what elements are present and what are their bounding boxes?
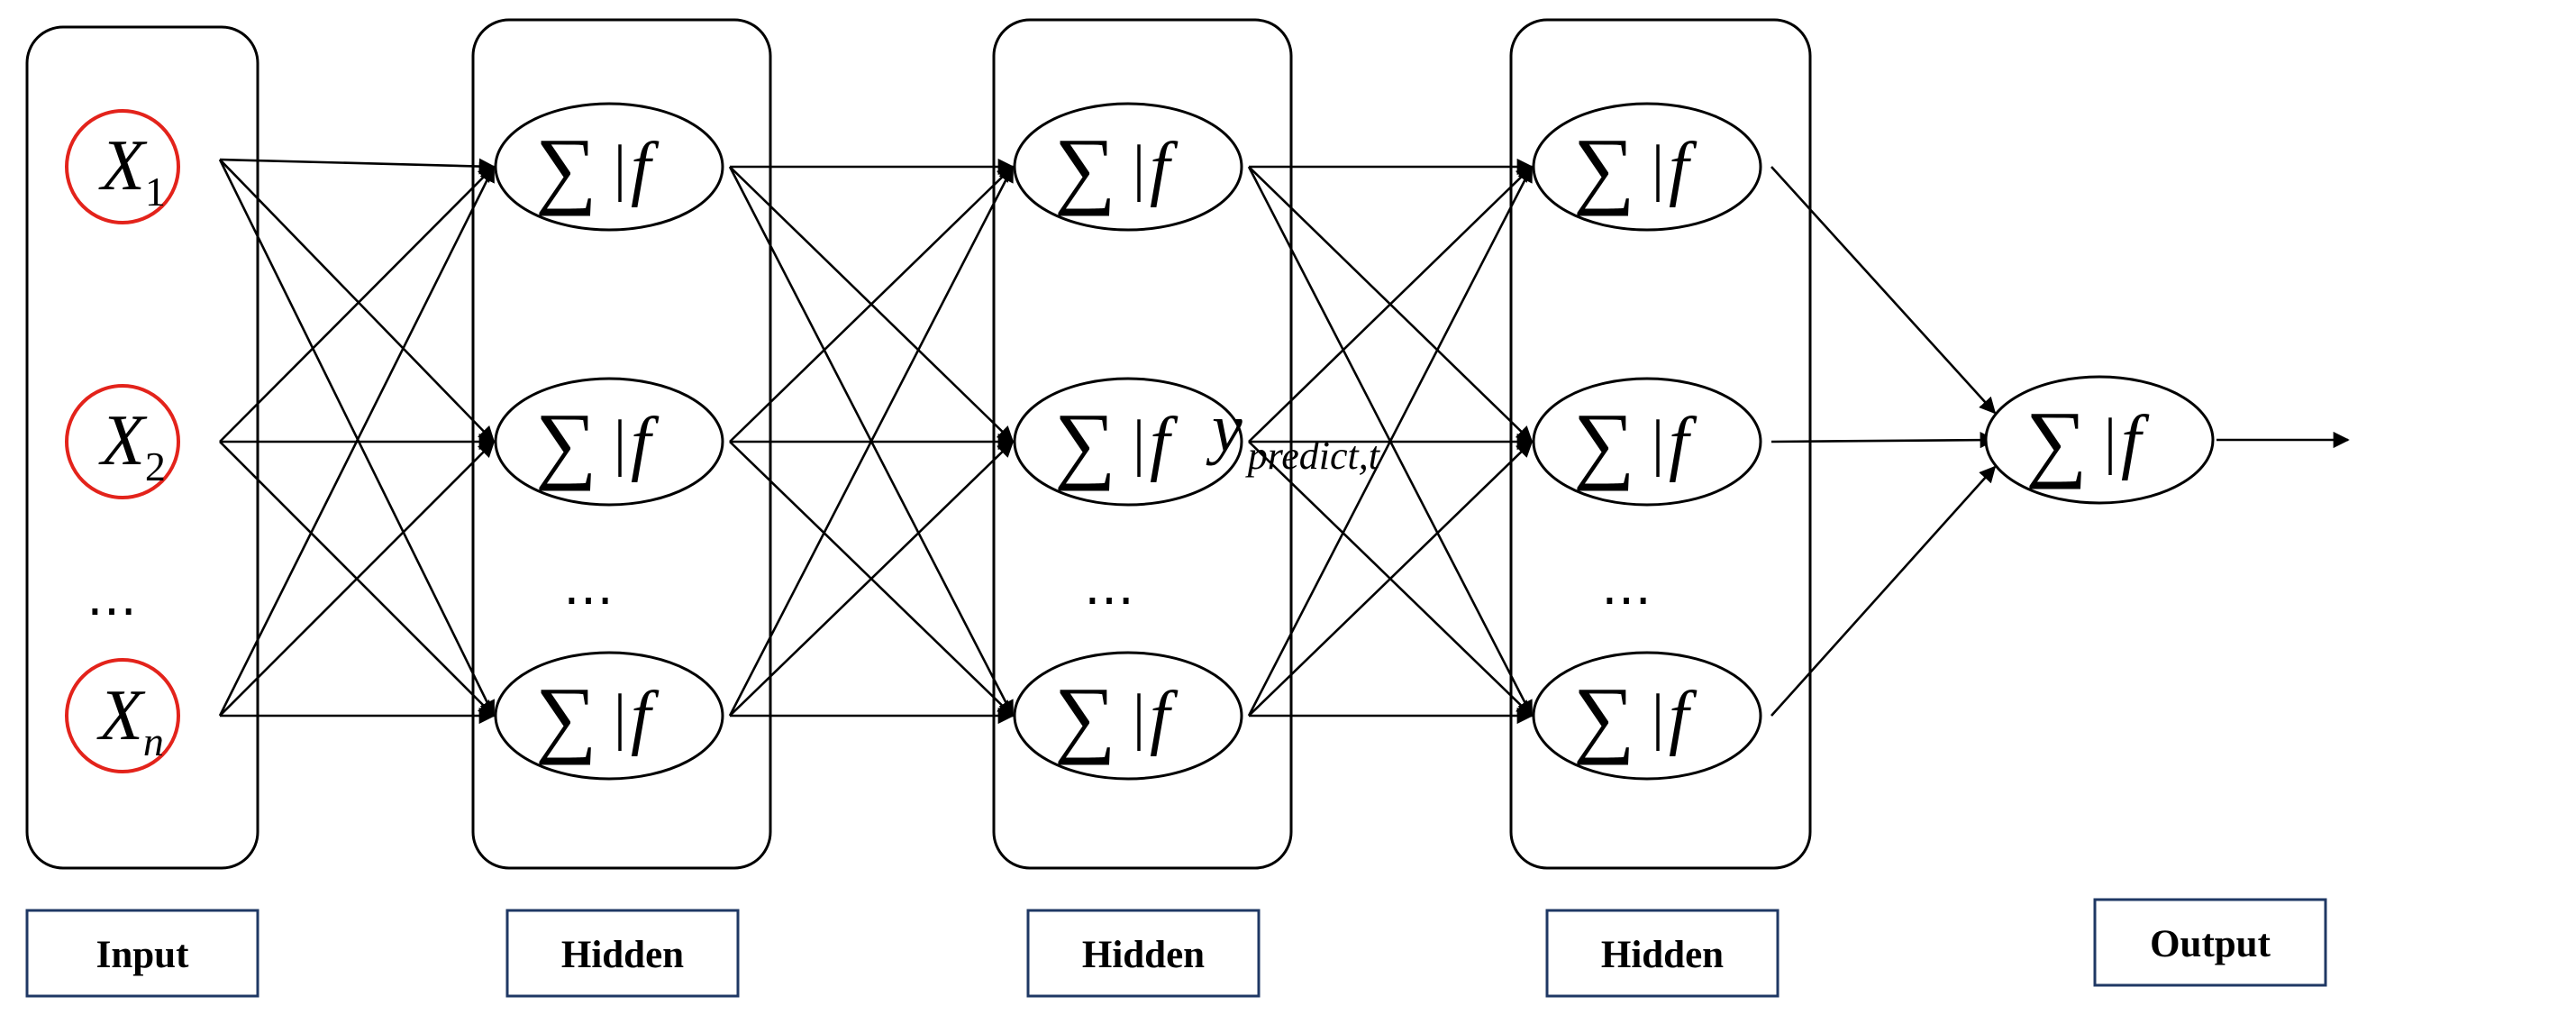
sigma-symbol: ∑ (535, 669, 596, 765)
hidden-layer-1-box (471, 18, 772, 870)
input-node-x1: X1 (65, 109, 180, 224)
label-hidden-1: Hidden (505, 909, 740, 998)
bar-symbol: | (614, 133, 626, 203)
hidden-3-ellipsis: … (1601, 558, 1652, 617)
sigma-symbol: ∑ (1573, 120, 1634, 216)
edge-input1-to-h1n1 (219, 158, 496, 175)
edge-input1-to-h1n3 (218, 159, 496, 718)
hidden-layer-3-box (1509, 18, 1812, 870)
sigma-symbol: ∑ (2025, 393, 2087, 489)
edge-h1n3-to-h2n2 (729, 440, 1015, 717)
input-layer-box (25, 25, 259, 870)
edge-h1n2-to-h2n1 (729, 165, 1015, 443)
svg-text:Input: Input (96, 934, 189, 976)
bar-symbol: | (2104, 407, 2116, 476)
svg-text:Output: Output (2150, 923, 2271, 965)
sigma-symbol: ∑ (1573, 669, 1634, 765)
input-node-xn: Xn (65, 658, 180, 773)
hidden-1-neuron-2: ∑|f (494, 377, 724, 507)
sigma-symbol: ∑ (535, 395, 596, 491)
input-node-x2: X2 (65, 384, 180, 499)
svg-text:Hidden: Hidden (1082, 934, 1205, 976)
hidden-2-neuron-2: ∑|f (1013, 377, 1243, 507)
edge-h2n3-to-h3n1 (1247, 165, 1534, 717)
svg-text:Xn: Xn (96, 676, 164, 764)
svg-text:Hidden: Hidden (1601, 934, 1724, 976)
hidden-1-ellipsis: … (563, 558, 614, 617)
edge-h2n3-to-h3n2 (1248, 440, 1534, 717)
sigma-symbol: ∑ (1573, 395, 1634, 491)
edge-input1-to-h1n2 (219, 159, 496, 443)
output-neuron: ∑|f (1984, 375, 2215, 505)
neurons: ∑|f∑|f∑|f∑|f∑|f∑|f∑|f∑|f∑|f∑|f (494, 102, 2215, 781)
sigma-symbol: ∑ (1054, 395, 1115, 491)
hidden-3-neuron-2: ∑|f (1532, 377, 1762, 507)
edge-h3n1-to-output (1770, 166, 1997, 415)
edge-h3n2-to-output (1770, 432, 1997, 449)
svg-text:Hidden: Hidden (561, 934, 684, 976)
hidden-2-neuron-1: ∑|f (1013, 102, 1243, 232)
bar-symbol: | (1133, 682, 1145, 752)
hidden-1-neuron-1: ∑|f (494, 102, 724, 232)
hidden-layer-2-box (992, 18, 1293, 870)
label-hidden-3: Hidden (1545, 909, 1780, 998)
input-ellipsis: … (86, 569, 137, 627)
connections (218, 158, 2350, 725)
sigma-symbol: ∑ (535, 120, 596, 216)
svg-text:X2: X2 (98, 401, 166, 489)
edge-input2-to-h1n1 (219, 165, 496, 443)
hidden-3-neuron-1: ∑|f (1532, 102, 1762, 232)
edge-input3-to-h1n2 (219, 440, 496, 717)
bar-symbol: | (614, 408, 626, 478)
bar-symbol: | (1133, 133, 1145, 203)
sigma-symbol: ∑ (1054, 669, 1115, 765)
bar-symbol: | (1133, 408, 1145, 478)
edge-h1n3-to-h2n1 (728, 165, 1015, 717)
edge-input3-to-h1n1 (218, 165, 496, 717)
bar-symbol: | (614, 682, 626, 752)
hidden-2-ellipsis: … (1084, 558, 1134, 617)
bar-symbol: | (1652, 408, 1664, 478)
label-output: Output (2093, 898, 2327, 987)
edge-h3n3-to-output (1770, 465, 1997, 717)
svg-text:X1: X1 (98, 126, 166, 215)
sigma-symbol: ∑ (1054, 120, 1115, 216)
bar-symbol: | (1652, 133, 1664, 203)
hidden-2-neuron-3: ∑|f (1013, 651, 1243, 781)
hidden-3-neuron-3: ∑|f (1532, 651, 1762, 781)
edge-h2n2-to-h3n1 (1248, 165, 1534, 443)
label-input: Input (25, 909, 259, 998)
hidden-1-neuron-3: ∑|f (494, 651, 724, 781)
label-hidden-2: Hidden (1026, 909, 1261, 998)
bar-symbol: | (1652, 682, 1664, 752)
